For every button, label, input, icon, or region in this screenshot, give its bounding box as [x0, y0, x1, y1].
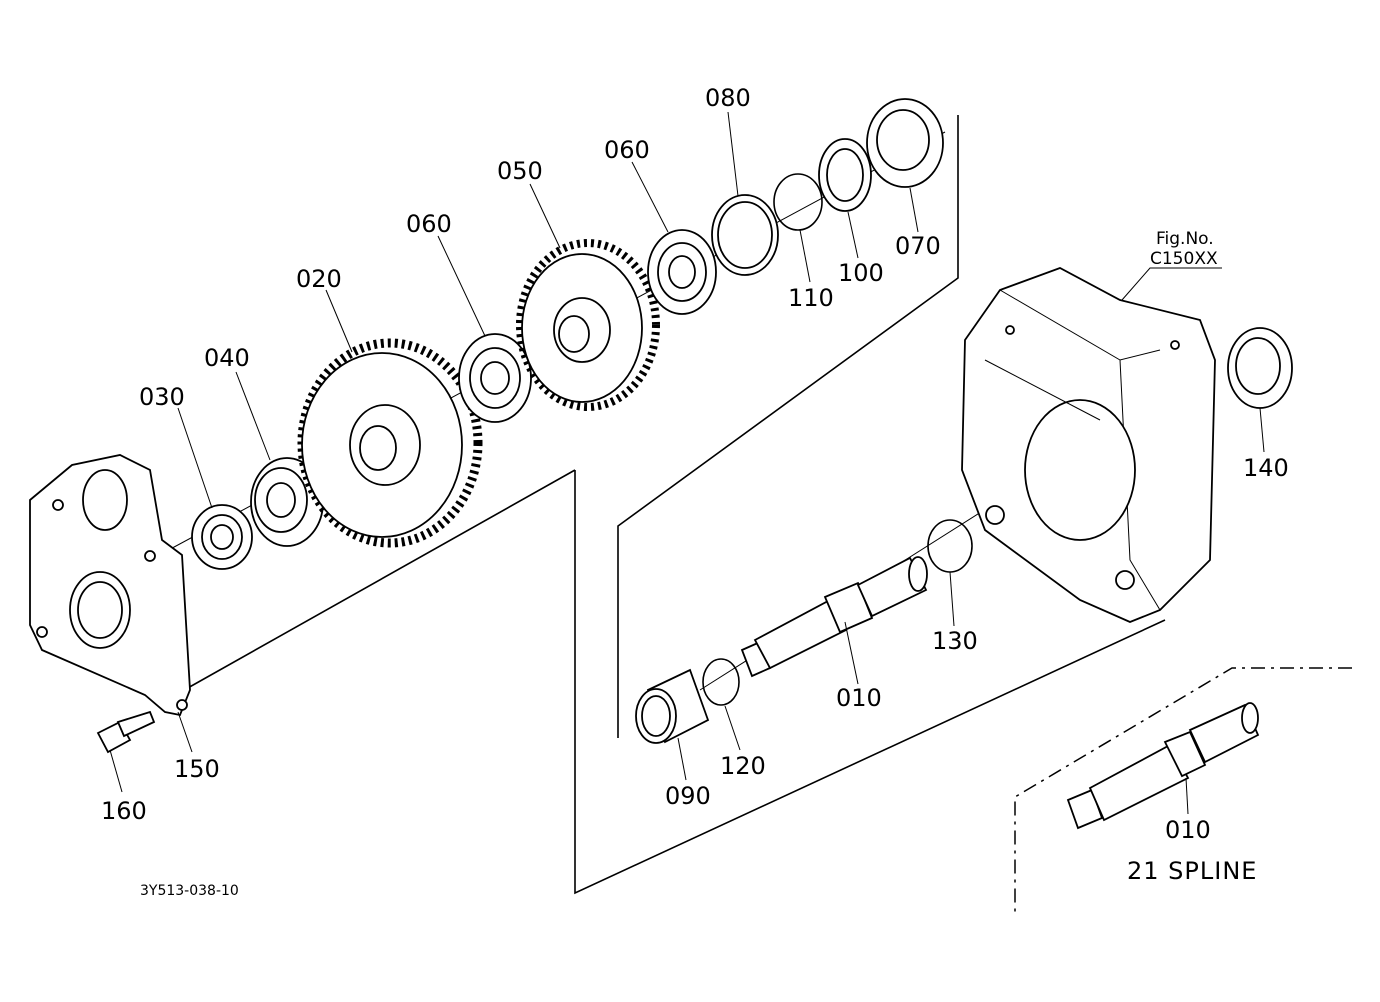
- transmission-housing: [961, 267, 1216, 623]
- snap-ring-130: [927, 519, 973, 573]
- o-ring-120: [702, 658, 740, 706]
- callout-100: 100: [838, 259, 884, 287]
- bearing-060-a: [458, 333, 532, 423]
- variant-label: 21 SPLINE: [1127, 857, 1257, 885]
- callout-060-a: 060: [406, 210, 452, 238]
- callout-160: 160: [101, 797, 147, 825]
- ring-080: [711, 194, 779, 276]
- gear-020: [297, 338, 483, 548]
- callout-040: 040: [204, 344, 250, 372]
- callout-130: 130: [932, 627, 978, 655]
- callout-080: 080: [705, 84, 751, 112]
- seal-140: [1227, 327, 1293, 409]
- figure-reference: Fig.No. C150XX: [1150, 229, 1218, 269]
- callout-060-b: 060: [604, 136, 650, 164]
- bearing-040: [250, 457, 324, 547]
- bearing-030: [191, 504, 253, 570]
- seal-070: [866, 98, 944, 188]
- washer-100: [818, 138, 872, 212]
- bearing-060-b: [647, 229, 717, 315]
- shaft-010-21-spline: [1066, 702, 1260, 830]
- snap-ring-110: [773, 173, 823, 231]
- callout-020: 020: [296, 265, 342, 293]
- drawing-number: 3Y513-038-10: [140, 883, 239, 899]
- callout-150: 150: [174, 755, 220, 783]
- callout-110: 110: [788, 284, 834, 312]
- callout-010-alt: 010: [1165, 816, 1211, 844]
- callout-010-main: 010: [836, 684, 882, 712]
- callout-120: 120: [720, 752, 766, 780]
- callout-090: 090: [665, 782, 711, 810]
- callout-050: 050: [497, 157, 543, 185]
- leader-lines: [109, 111, 1265, 815]
- figure-reference-line1: Fig.No.: [1156, 229, 1214, 249]
- callout-140: 140: [1243, 454, 1289, 482]
- cover-plate-150: [29, 454, 191, 717]
- callout-labels: 080 060 050 060 020 040 030 070 100 110 …: [101, 84, 1289, 844]
- shaft-010: [740, 556, 928, 678]
- figure-reference-line2: C150XX: [1150, 249, 1218, 269]
- collar-090: [635, 668, 710, 744]
- gear-050: [516, 239, 660, 411]
- callout-070: 070: [895, 232, 941, 260]
- bolt-160: [96, 710, 156, 754]
- callout-030: 030: [139, 383, 185, 411]
- assembly-boundary-lines: [185, 115, 1352, 915]
